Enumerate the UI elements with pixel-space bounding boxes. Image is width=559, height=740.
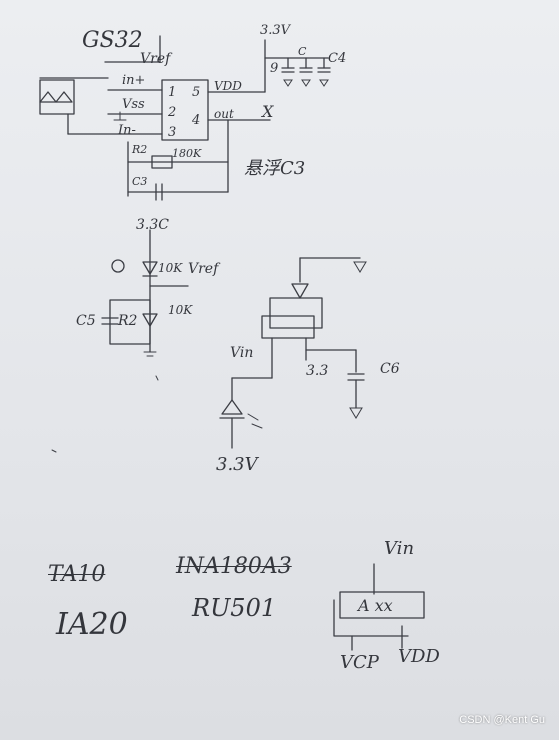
label-vref-top: Vref (140, 51, 171, 67)
label-in-minus: In- (118, 123, 136, 138)
cap3-ground-icon (319, 79, 329, 87)
divider-diode-icon (142, 261, 158, 275)
c6-ground-icon (349, 407, 363, 419)
ldo-label-vcp: VCP (340, 652, 379, 673)
reg-body-outline (269, 297, 323, 329)
label-cap-c4: C4 (328, 51, 347, 66)
chip-label-gs32: GS32 (82, 28, 143, 53)
ldo-bottom-bracket (333, 599, 409, 637)
reg-input-diode-icon (221, 399, 243, 415)
label-cap-9: 9 (270, 61, 279, 76)
gs32-chip-body (161, 79, 209, 141)
r2-resistor (151, 155, 173, 169)
supply-label-33v: 3.3V (260, 23, 291, 38)
reg-diode-icon (291, 283, 309, 299)
label-in-plus: in+ (122, 73, 146, 88)
pin-number-5: 5 (192, 85, 201, 100)
divider-label-r2: R2 (118, 313, 138, 329)
reg-label-33v: 3.3V (216, 454, 258, 475)
reg-label-vin: Vin (230, 345, 254, 361)
label-cap-c: C (298, 45, 307, 58)
divider-r2-value: 10K (168, 303, 193, 317)
r2-diode-icon (142, 313, 158, 327)
reg-label-c6: C6 (380, 361, 400, 377)
reg-body (261, 315, 315, 339)
label-c3: C3 (132, 175, 148, 188)
note-c3-floating: 悬浮C3 (244, 158, 306, 179)
label-out: out (214, 107, 234, 121)
divider-label-vref: Vref (188, 261, 219, 277)
pin-number-3: 3 (168, 125, 177, 140)
ldo-label-vin: Vin (384, 538, 415, 559)
ldo-body (339, 591, 425, 619)
diode-right-icon (55, 91, 73, 103)
divider-probe-icon (111, 259, 125, 273)
pin-number-2: 2 (168, 105, 177, 120)
reg-label-33: 3.3 (306, 363, 329, 379)
note-part-ia20: IA20 (56, 607, 128, 642)
note-struck-ina180a3: INA180A3 (176, 554, 292, 579)
led-emission-icon (247, 413, 263, 429)
reg-top-ground-icon (353, 261, 367, 273)
ldo-label-chip: A xx (358, 596, 393, 615)
stray-tick (155, 375, 159, 381)
cap1-ground-icon (283, 79, 293, 87)
pin-number-4: 4 (192, 113, 201, 128)
ldo-label-vdd: VDD (398, 646, 440, 667)
label-vdd-top: VDD (214, 79, 242, 93)
note-part-ru501: RU501 (192, 594, 277, 622)
divider-label-c5: C5 (76, 313, 96, 329)
csdn-watermark: CSDN @Kent Gu (459, 714, 545, 726)
stray-dot (51, 449, 57, 453)
label-vss: Vss (122, 97, 145, 112)
note-struck-ta10: TA10 (48, 562, 106, 587)
label-x-mark: X (262, 102, 274, 121)
c5-r2-loop (109, 299, 151, 345)
input-diode-box (39, 79, 75, 115)
divider-r1-value: 10K (158, 261, 183, 275)
diode-left-icon (39, 91, 57, 103)
label-r2-value: 180K (172, 147, 202, 160)
label-r2-top: R2 (132, 143, 148, 156)
divider-label-33c: 3.3C (136, 217, 169, 233)
pin-number-1: 1 (168, 85, 177, 100)
cap2-ground-icon (301, 79, 311, 87)
